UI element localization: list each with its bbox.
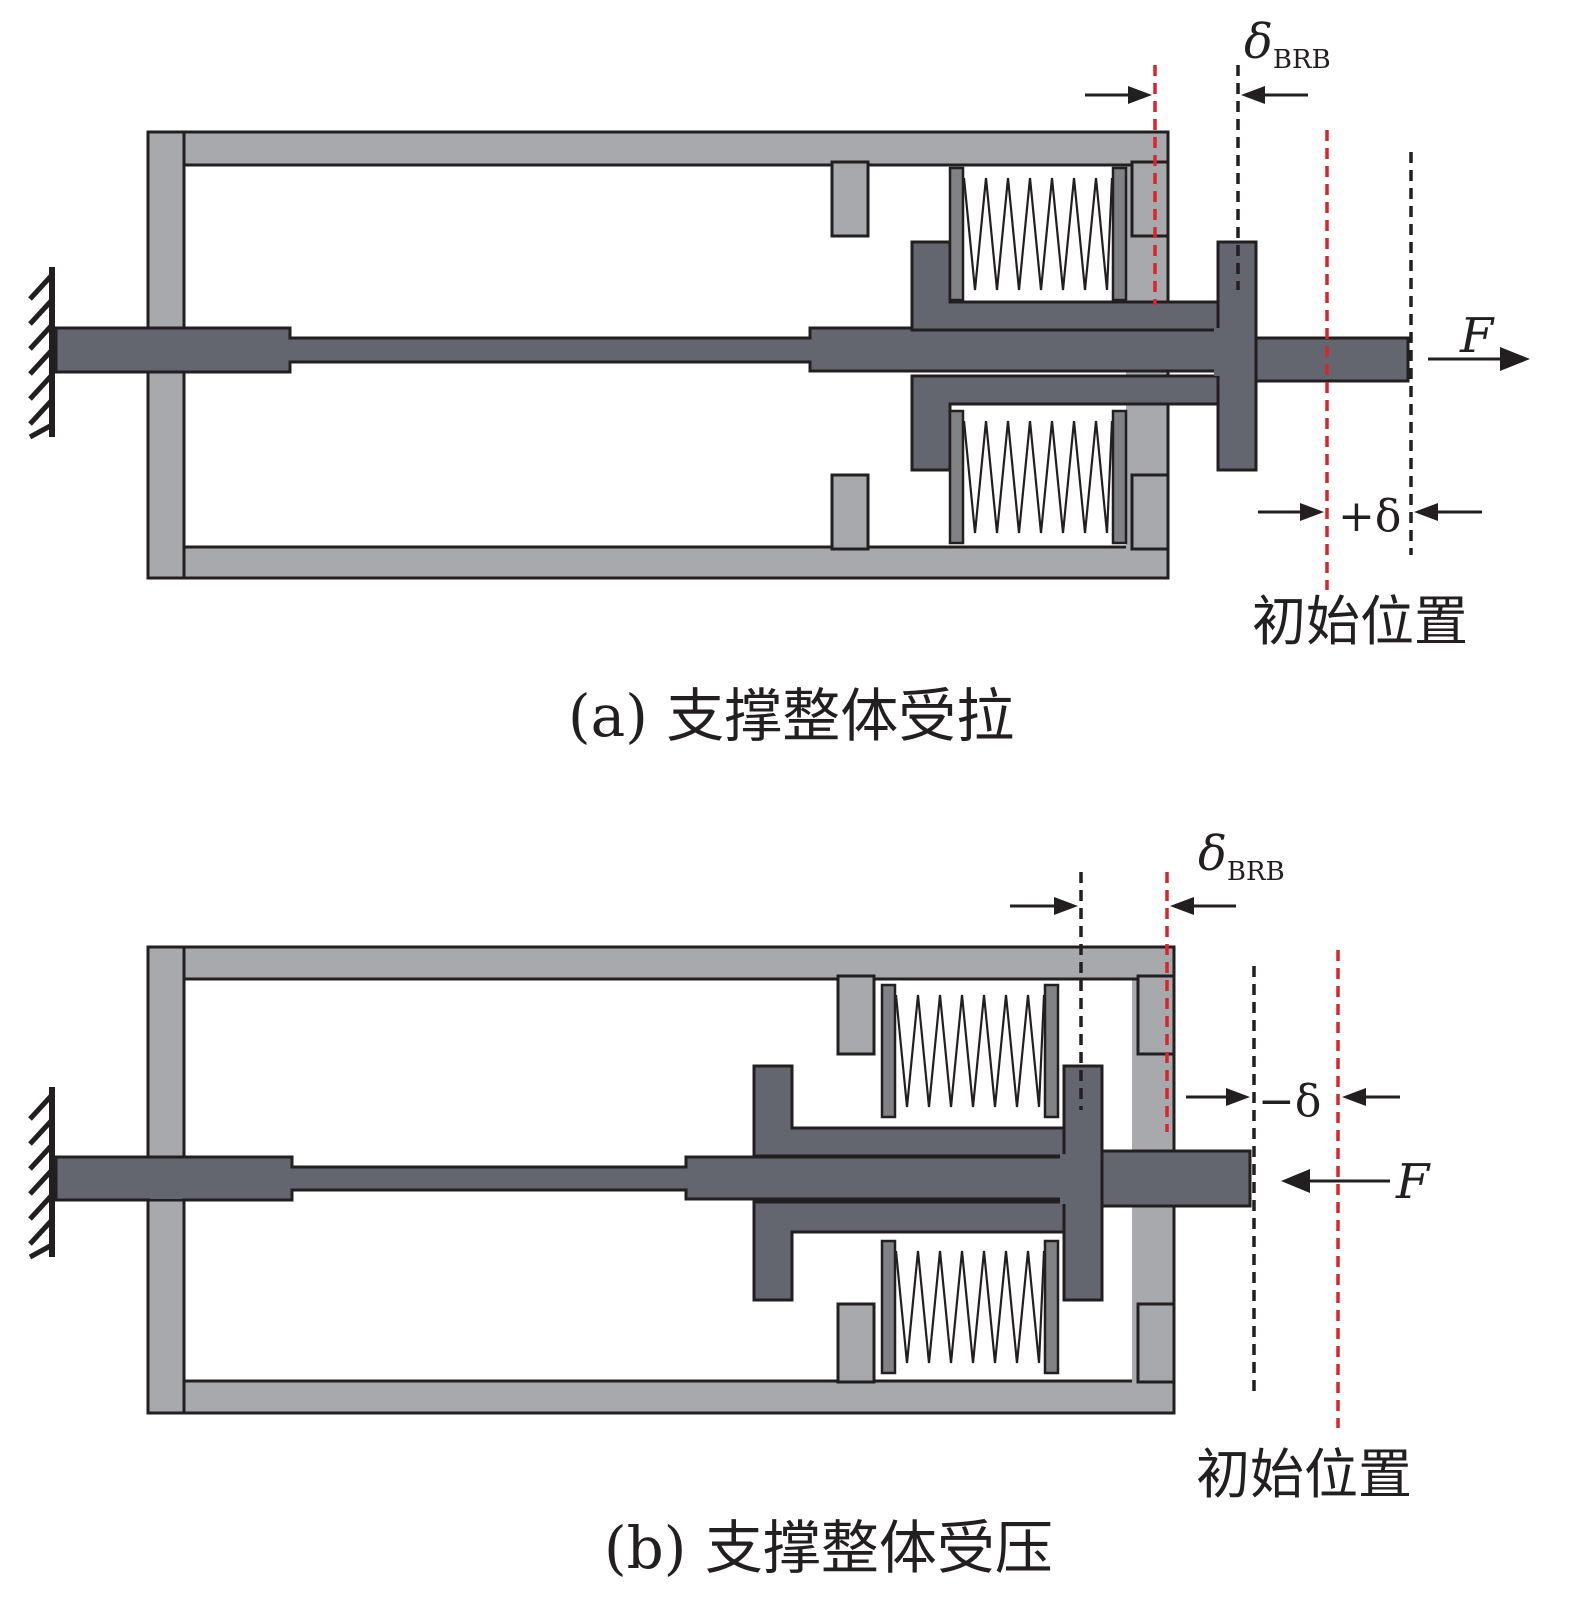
delta-arrows-a <box>1258 503 1482 521</box>
ground-support-a <box>30 267 52 437</box>
delta-brb-arrows-b <box>1010 897 1236 915</box>
delta-brb-label-b: δBRB <box>1198 826 1285 887</box>
delta-brb-arrows-a <box>1085 86 1308 104</box>
core-rod-a <box>54 326 1410 383</box>
force-label-a: F <box>1459 308 1495 364</box>
force-arrow-b <box>1281 1169 1390 1193</box>
panel-b-compression: δBRB −δ F 初始位置 (b) 支撑整体受压 <box>30 826 1431 1582</box>
initial-position-label-b: 初始位置 <box>1196 1443 1412 1506</box>
force-arrow-a <box>1428 347 1530 371</box>
delta-arrows-b <box>1186 1088 1400 1106</box>
inner-sleeve-a <box>910 240 1258 472</box>
displacement-label-b: −δ <box>1258 1076 1321 1127</box>
core-rod-b <box>54 1149 1252 1208</box>
panel-a-tension: δBRB +δ F 初始位置 (a) 支撑整体受拉 <box>30 14 1530 750</box>
ground-support-b <box>30 1087 52 1257</box>
inner-sleeve-b <box>752 1064 1104 1302</box>
initial-position-label-a: 初始位置 <box>1252 590 1468 653</box>
delta-brb-label-a: δBRB <box>1244 14 1331 75</box>
force-label-b: F <box>1395 1154 1431 1210</box>
caption-b: (b) 支撑整体受压 <box>604 1514 1053 1582</box>
caption-a: (a) 支撑整体受拉 <box>568 682 1014 750</box>
displacement-label-a: +δ <box>1338 491 1401 542</box>
